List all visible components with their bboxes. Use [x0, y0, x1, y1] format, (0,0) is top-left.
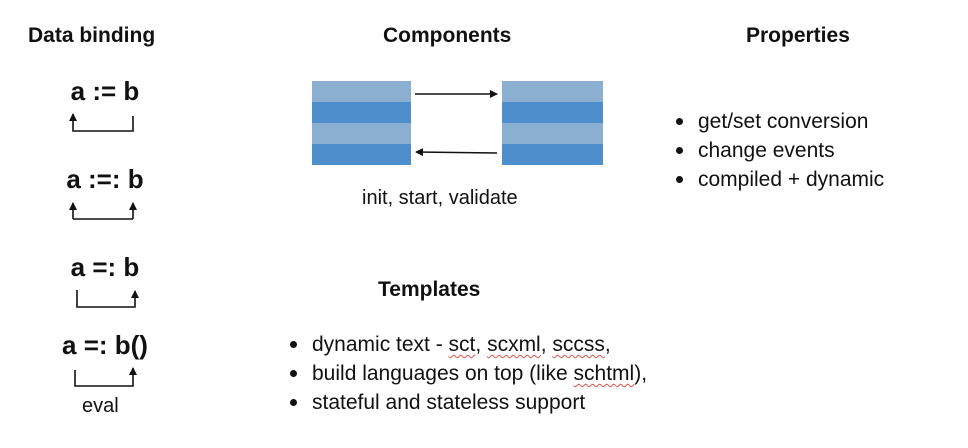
- binding-expression-two-way: a :=: b: [66, 164, 144, 194]
- components-heading: Components: [383, 24, 512, 47]
- binding-arrow-two-way: [69, 202, 137, 220]
- binding-expression-assign: a := b: [70, 76, 140, 106]
- binding-expression-eval: a =: b(): [62, 330, 148, 360]
- properties-list: get/set conversion change events compile…: [674, 107, 884, 194]
- binding-expression-reverse: a =: b: [70, 252, 140, 282]
- eval-label: eval: [82, 395, 119, 417]
- component-block-right: [502, 81, 603, 165]
- templates-heading: Templates: [378, 278, 481, 301]
- properties-item: get/set conversion: [674, 107, 884, 136]
- templates-item-build-languages: build languages on top (like schtml),: [288, 359, 647, 388]
- templates-item-stateful: stateful and stateless support: [288, 388, 647, 417]
- binding-arrow-assign: [69, 113, 134, 132]
- properties-item: change events: [674, 136, 884, 165]
- component-block-left: [312, 81, 411, 165]
- properties-heading: Properties: [746, 24, 850, 47]
- data-binding-heading: Data binding: [28, 24, 156, 47]
- binding-arrow-reverse: [76, 290, 139, 308]
- binding-arrow-eval: [74, 367, 137, 387]
- templates-list: dynamic text - sct, scxml, sccss, build …: [288, 330, 647, 417]
- components-caption: init, start, validate: [362, 187, 518, 209]
- properties-item: compiled + dynamic: [674, 165, 884, 194]
- component-arrow-backward: [415, 148, 498, 157]
- templates-item-dynamic-text: dynamic text - sct, scxml, sccss,: [288, 330, 647, 359]
